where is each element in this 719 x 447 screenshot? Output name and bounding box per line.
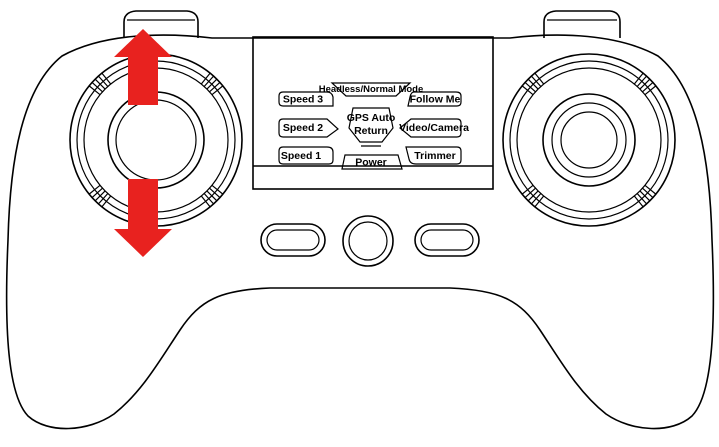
controller-body-outline: [5, 34, 715, 430]
speed-2-button[interactable]: Speed 2: [278, 118, 339, 138]
stick-ridge-mark: [642, 82, 654, 93]
stick-ridge-mark: [209, 82, 221, 93]
center-round-button[interactable]: [342, 215, 394, 267]
stick-ridge-mark: [639, 78, 651, 90]
power-button[interactable]: Power: [341, 154, 403, 170]
stick-ridge-mark: [94, 78, 106, 90]
stick-ridge-mark: [211, 184, 224, 195]
gps-auto-return-button[interactable]: GPS Auto Return: [347, 107, 396, 147]
stick-ridge-mark: [200, 72, 211, 85]
stick-ridge-mark: [639, 190, 651, 202]
arrow-up-icon: [114, 29, 172, 105]
right-shoulder-bumper: [543, 10, 621, 38]
control-panel: [252, 36, 494, 190]
stick-ridge-mark: [101, 195, 112, 208]
stick-ridge-mark: [633, 72, 644, 85]
stick-ridge-mark: [91, 82, 103, 93]
right-pill-button[interactable]: [414, 223, 480, 257]
stick-ridge-mark: [527, 190, 539, 202]
left-shoulder-bumper: [123, 10, 199, 38]
stick-ridge-mark: [636, 75, 647, 87]
stick-ridge-mark: [642, 187, 654, 198]
stick-ridge-mark: [521, 184, 534, 195]
up-down-arrow-icon: [114, 29, 172, 257]
stick-ridge-mark: [531, 75, 542, 87]
gps-auto-return-label-line1: GPS Auto: [347, 112, 396, 124]
stick-ridge-mark: [206, 78, 218, 90]
headless-normal-mode-button[interactable]: Headless/Normal Mode: [319, 82, 424, 97]
arrow-down-icon: [114, 179, 172, 257]
speed-3-button[interactable]: Speed 3: [278, 91, 334, 107]
stick-ridge-mark: [203, 193, 214, 205]
speed-2-label: Speed 2: [283, 122, 323, 134]
right-joystick[interactable]: [502, 53, 676, 227]
stick-ridge-mark: [524, 187, 536, 198]
power-label: Power: [355, 157, 387, 169]
stick-ridge-mark: [534, 195, 545, 208]
left-pill-button[interactable]: [260, 223, 326, 257]
stick-ridge-mark: [644, 85, 657, 96]
stick-ridge-mark: [88, 184, 101, 195]
stick-ridge-mark: [633, 195, 644, 208]
video-camera-label: Video/Camera: [399, 122, 469, 134]
stick-ridge-mark: [206, 190, 218, 202]
trimmer-button[interactable]: Trimmer: [405, 146, 462, 165]
stick-ridge-mark: [94, 190, 106, 202]
gps-auto-return-label-line2: Return: [354, 125, 388, 137]
stick-ridge-mark: [524, 82, 536, 93]
stick-ridge-mark: [534, 72, 545, 85]
speed-3-label: Speed 3: [283, 94, 323, 106]
stick-ridge-mark: [644, 184, 657, 195]
video-camera-button[interactable]: Video/Camera: [399, 118, 469, 138]
trimmer-label: Trimmer: [414, 150, 455, 162]
follow-me-label: Follow Me: [410, 94, 461, 106]
stick-ridge-mark: [521, 85, 534, 96]
stick-ridge-mark: [527, 78, 539, 90]
headless-normal-mode-label: Headless/Normal Mode: [319, 84, 424, 95]
speed-1-button[interactable]: Speed 1: [278, 146, 334, 165]
stick-ridge-mark: [209, 187, 221, 198]
follow-me-button[interactable]: Follow Me: [407, 91, 462, 107]
stick-ridge-mark: [531, 193, 542, 205]
stick-ridge-mark: [98, 193, 109, 205]
stick-ridge-mark: [91, 187, 103, 198]
stick-ridge-mark: [200, 195, 211, 208]
stick-ridge-mark: [636, 193, 647, 205]
stick-ridge-mark: [211, 85, 224, 96]
stick-ridge-mark: [101, 72, 112, 85]
speed-1-label: Speed 1: [281, 150, 321, 162]
stick-ridge-mark: [98, 75, 109, 87]
stick-ridge-mark: [203, 75, 214, 87]
stick-ridge-mark: [88, 85, 101, 96]
